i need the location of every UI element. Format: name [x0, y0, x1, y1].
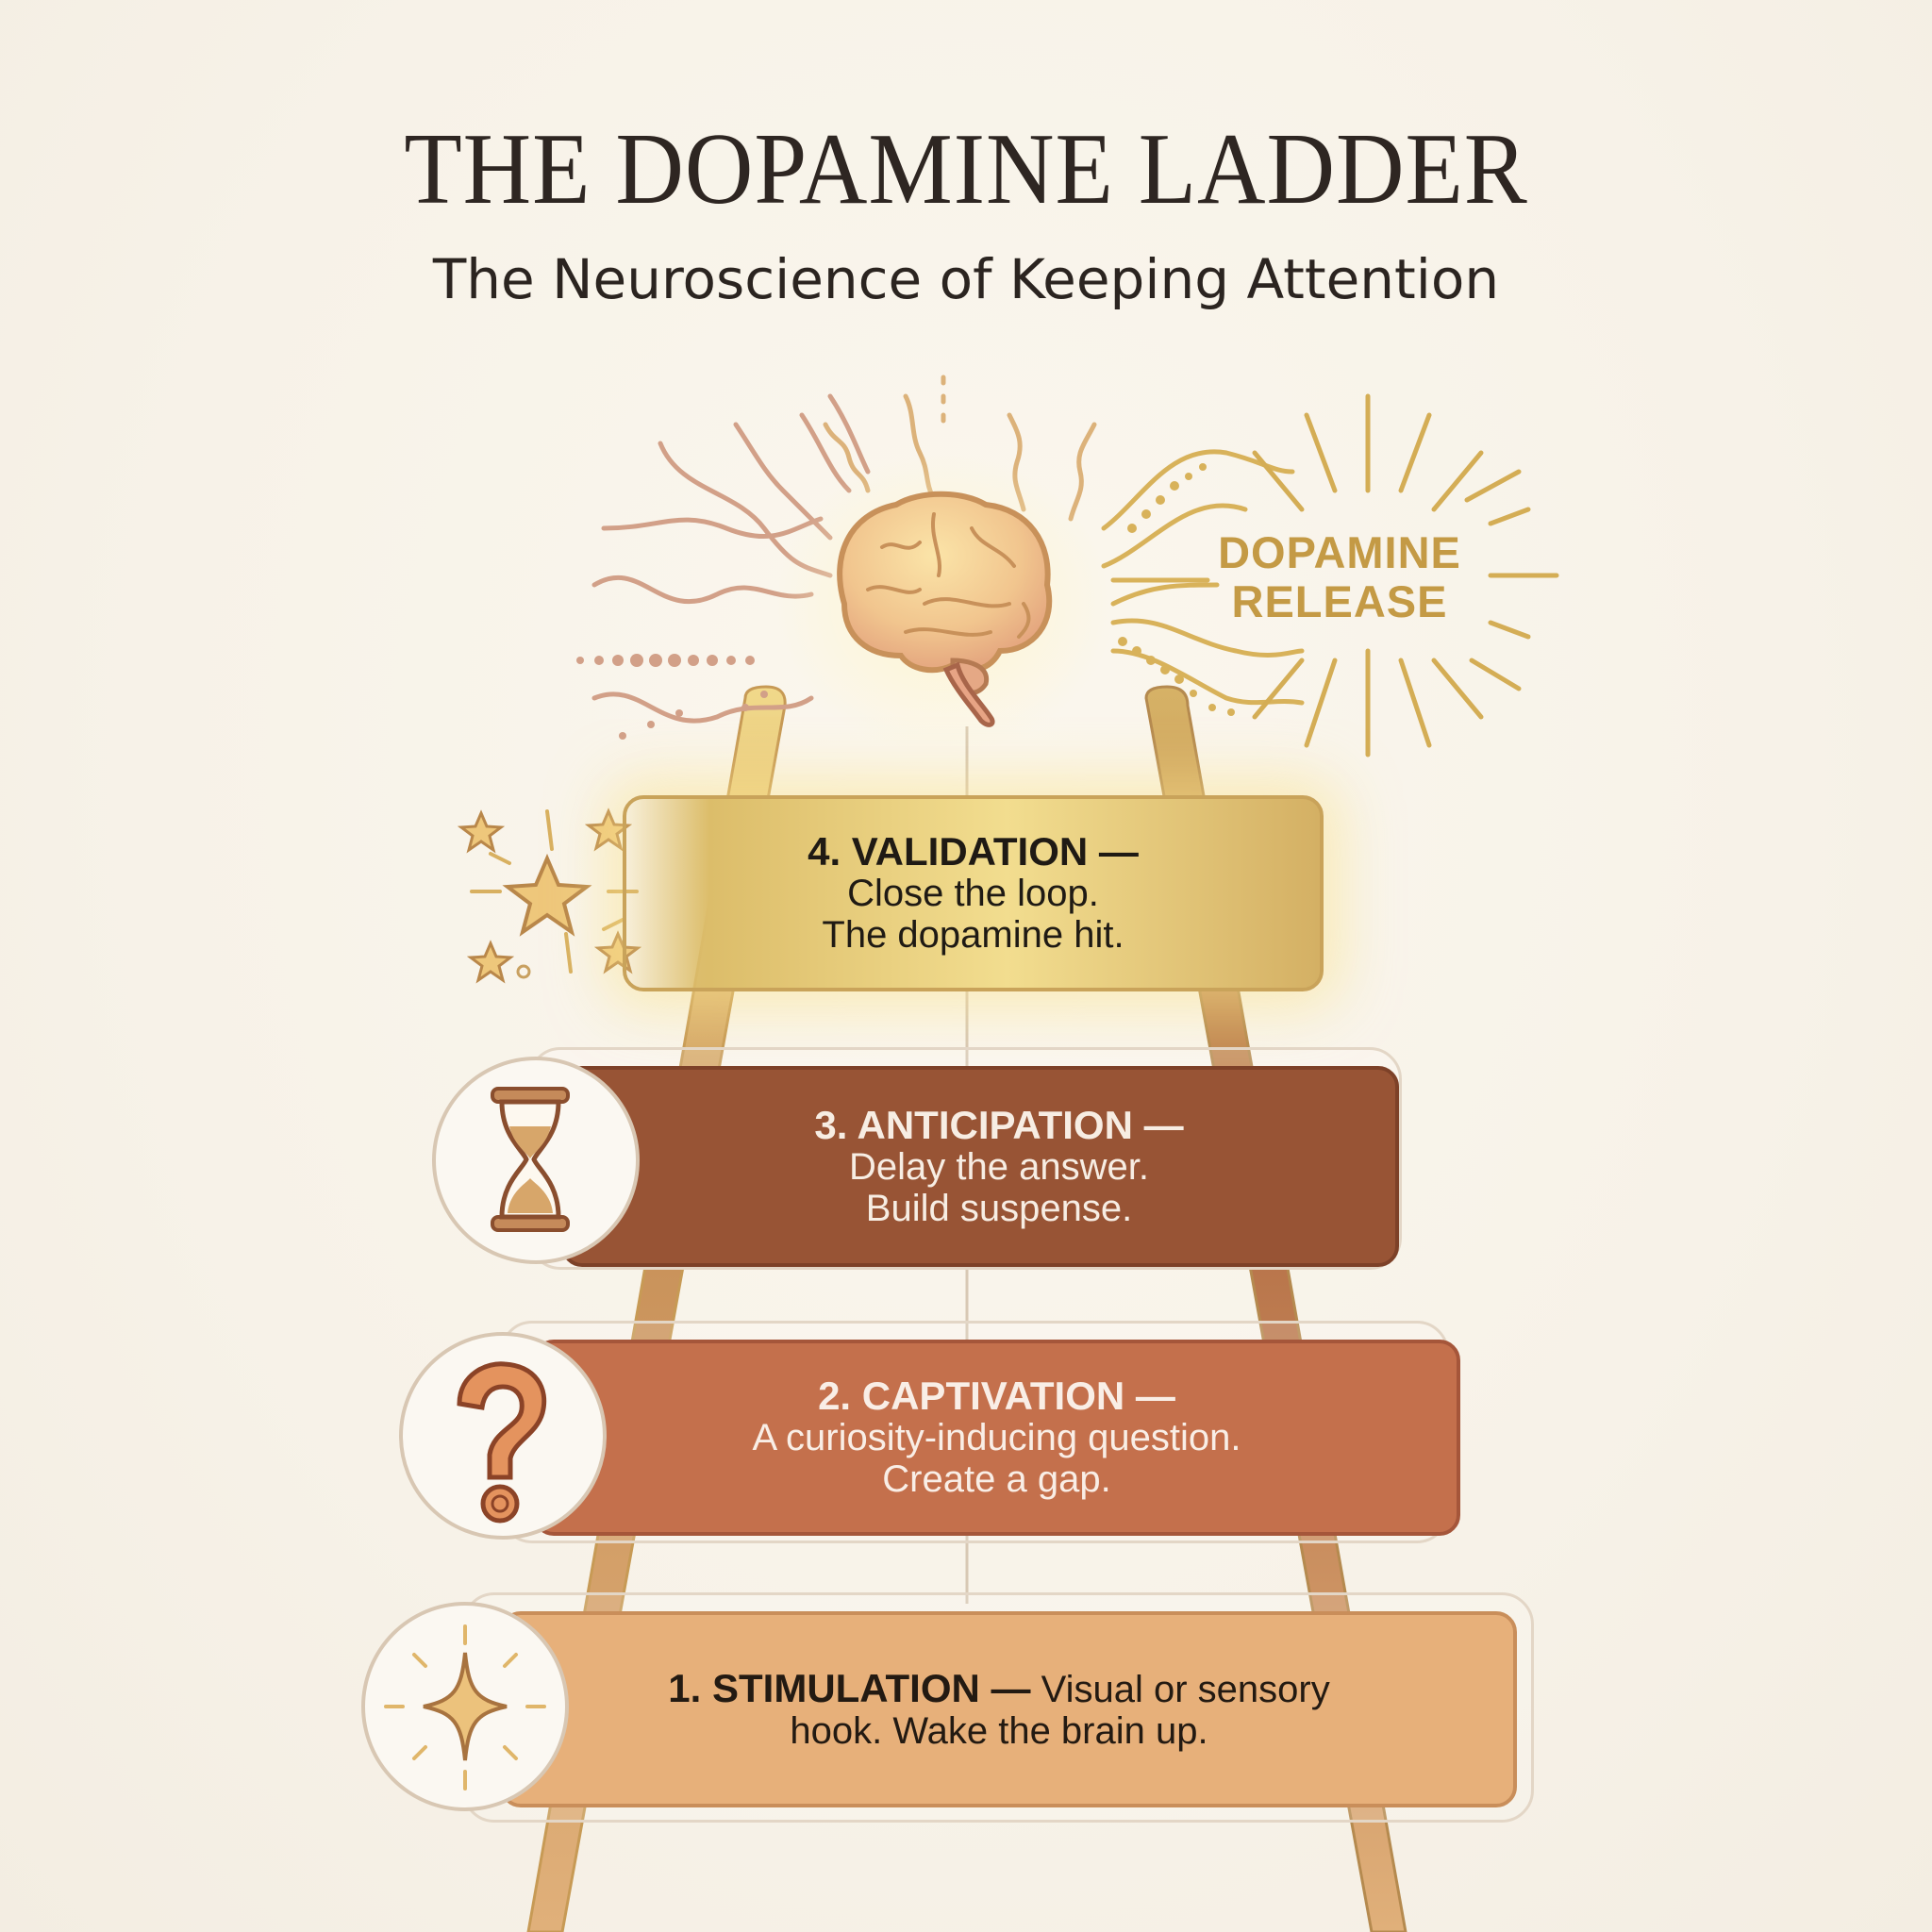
dopamine-release-line1: DOPAMINE: [1218, 527, 1461, 577]
question-badge: [399, 1332, 607, 1540]
hourglass-badge: [432, 1057, 640, 1264]
brain-icon: [774, 453, 1113, 755]
step-anticipation-heading: 3. ANTICIPATION —: [814, 1102, 1184, 1147]
step-validation-line2: The dopamine hit.: [822, 914, 1124, 956]
step-anticipation-line2: Build suspense.: [865, 1187, 1133, 1229]
dopamine-starburst: [1252, 393, 1559, 758]
step-validation-heading: 4. VALIDATION —: [808, 829, 1139, 874]
dopamine-release-line2: RELEASE: [1231, 576, 1448, 626]
step-stimulation-line2: hook. Wake the brain up.: [790, 1709, 1208, 1752]
step-stimulation-line1: Visual or sensory: [1030, 1668, 1330, 1710]
left-signal-dots: [576, 654, 768, 740]
step-stimulation: 1. STIMULATION — Visual or sensory hook.…: [500, 1611, 1517, 1807]
step-stimulation-heading: 1. STIMULATION —: [668, 1665, 1031, 1710]
step-validation-line1: Close the loop.: [847, 873, 1099, 914]
sparkle-badge: [361, 1602, 569, 1811]
step-validation: 4. VALIDATION — Close the loop. The dopa…: [623, 795, 1324, 991]
step-captivation-line2: Create a gap.: [882, 1458, 1111, 1500]
hourglass-icon: [491, 1087, 570, 1232]
step-anticipation-line1: Delay the answer.: [849, 1145, 1149, 1188]
shooting-stars-icon: [457, 808, 642, 984]
page-subtitle: The Neuroscience of Keeping Attention: [432, 247, 1500, 311]
dopamine-release-label: DOPAMINE RELEASE: [1198, 528, 1481, 626]
question-mark-icon: [457, 1361, 547, 1524]
step-anticipation: 3. ANTICIPATION — Delay the answer. Buil…: [561, 1066, 1399, 1267]
page-title: THE DOPAMINE LADDER: [404, 113, 1528, 225]
step-captivation-line1: A curiosity-inducing question.: [752, 1417, 1241, 1458]
step-captivation-heading: 2. CAPTIVATION —: [818, 1374, 1175, 1418]
right-signal-waves: [1101, 449, 1305, 706]
sparkle-icon: [384, 1624, 546, 1790]
step-captivation: 2. CAPTIVATION — A curiosity-inducing qu…: [533, 1340, 1460, 1536]
right-signal-dots: [1118, 463, 1235, 716]
